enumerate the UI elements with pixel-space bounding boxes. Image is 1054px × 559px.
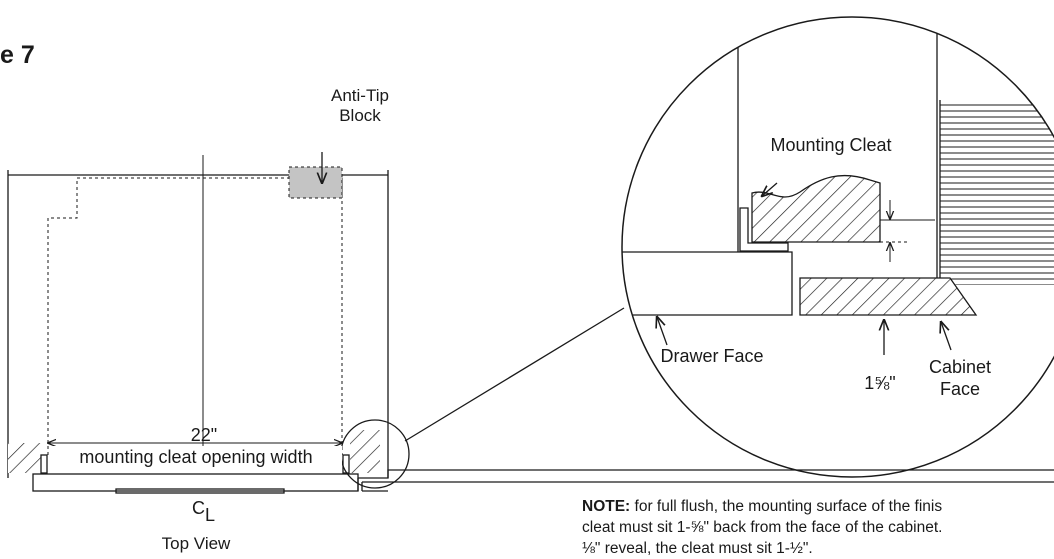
centerline-symbol-l: L xyxy=(205,505,215,525)
centerline-symbol-c: C xyxy=(192,498,205,518)
drawer-face-shape xyxy=(622,251,793,316)
anti-tip-label-2: Block xyxy=(339,106,381,125)
drawer-face-leader xyxy=(657,317,668,346)
top-view-label: Top View xyxy=(162,534,231,553)
note-line-1: for full flush, the mounting surface of … xyxy=(630,498,943,515)
cabinet-face-extension xyxy=(357,469,1054,492)
drawer-face-label: Drawer Face xyxy=(660,346,763,366)
anti-tip-block xyxy=(288,166,343,199)
cabinet-stile-hatch xyxy=(799,277,978,316)
left-bracket xyxy=(40,454,48,474)
install-note: NOTE: for full flush, the mounting surfa… xyxy=(582,496,1054,559)
note-line-3: ⅛" reveal, the cleat must sit 1-½". xyxy=(582,540,813,557)
anti-tip-label-1: Anti-Tip xyxy=(331,86,389,105)
right-cleat-hatch xyxy=(350,430,380,473)
cabinet-face-label-1: Cabinet xyxy=(929,357,991,377)
mounting-cleat xyxy=(751,174,881,243)
cabinet-face-label-2: Face xyxy=(940,379,980,399)
note-line-2: cleat must sit 1-⅝" back from the face o… xyxy=(582,519,943,536)
top-view xyxy=(7,152,1054,494)
dimension-label: mounting cleat opening width xyxy=(79,447,312,467)
detail-connector-line xyxy=(404,307,625,442)
cabinet-face-leader xyxy=(941,322,952,351)
offset-dimension-label: 1⅝" xyxy=(864,373,895,393)
note-label: NOTE: xyxy=(582,498,631,515)
drawer-outline-dashed xyxy=(47,177,343,455)
cabinet-face-hatch xyxy=(940,100,1054,285)
mounting-cleat-label: Mounting Cleat xyxy=(770,135,891,155)
figure-title: e 7 xyxy=(0,41,35,69)
mounting-cleat-leader xyxy=(762,182,778,196)
drawer-handle xyxy=(115,488,285,494)
dimension-value: 22" xyxy=(191,425,217,445)
right-bracket xyxy=(342,454,350,474)
left-cleat-hatch xyxy=(8,443,41,473)
l-bracket xyxy=(739,207,789,252)
detail-magnifier-circle xyxy=(621,16,1054,478)
detail-view xyxy=(622,17,1054,355)
dimension-label-bg xyxy=(52,446,342,468)
